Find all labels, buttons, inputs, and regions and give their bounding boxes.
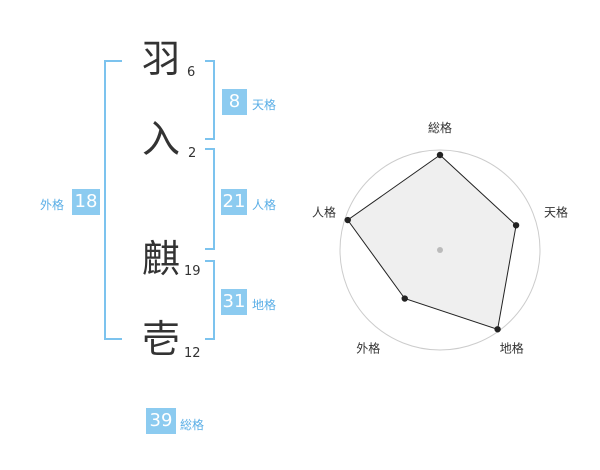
stroke-count-4: 12 bbox=[184, 346, 201, 361]
radar-data-polygon bbox=[346, 154, 517, 330]
chikaku-badge: 31 bbox=[221, 289, 247, 315]
tenkaku-label: 天格 bbox=[252, 98, 277, 112]
name-char-4: 壱 bbox=[142, 317, 181, 361]
name-char-3: 麒 bbox=[142, 237, 181, 281]
name-char-2: 入 bbox=[142, 117, 181, 161]
radar-axis-label-1: 総格 bbox=[428, 120, 452, 135]
stroke-count-1: 6 bbox=[187, 65, 196, 80]
stroke-count-3: 19 bbox=[184, 264, 201, 279]
gaikaku-badge: 18 bbox=[72, 189, 100, 215]
jinkaku-badge: 21 bbox=[221, 189, 247, 215]
radar-points bbox=[344, 151, 520, 333]
gaikaku-label: 外格 bbox=[40, 198, 65, 212]
chikaku-label: 地格 bbox=[252, 298, 277, 312]
radar-axis-label-3: 地格 bbox=[500, 341, 524, 356]
radar-point-5 bbox=[344, 216, 351, 224]
stroke-count-2: 2 bbox=[188, 146, 197, 161]
radar-point-3 bbox=[494, 326, 501, 333]
radar-point-4 bbox=[401, 295, 408, 302]
tenkaku-badge: 8 bbox=[222, 89, 247, 115]
radar-point-1 bbox=[436, 151, 444, 159]
soukaku-label: 総格 bbox=[180, 418, 205, 432]
radar-axis-label-5: 人格 bbox=[312, 204, 336, 219]
radar-axis-label-2: 天格 bbox=[544, 204, 568, 219]
radar-point-2 bbox=[512, 222, 520, 229]
radar-axis-label-4: 外格 bbox=[356, 341, 380, 356]
soukaku-badge: 39 bbox=[146, 408, 176, 434]
name-char-1: 羽 bbox=[142, 37, 181, 81]
jinkaku-label: 人格 bbox=[252, 198, 277, 212]
radar-center-dot bbox=[437, 247, 443, 253]
